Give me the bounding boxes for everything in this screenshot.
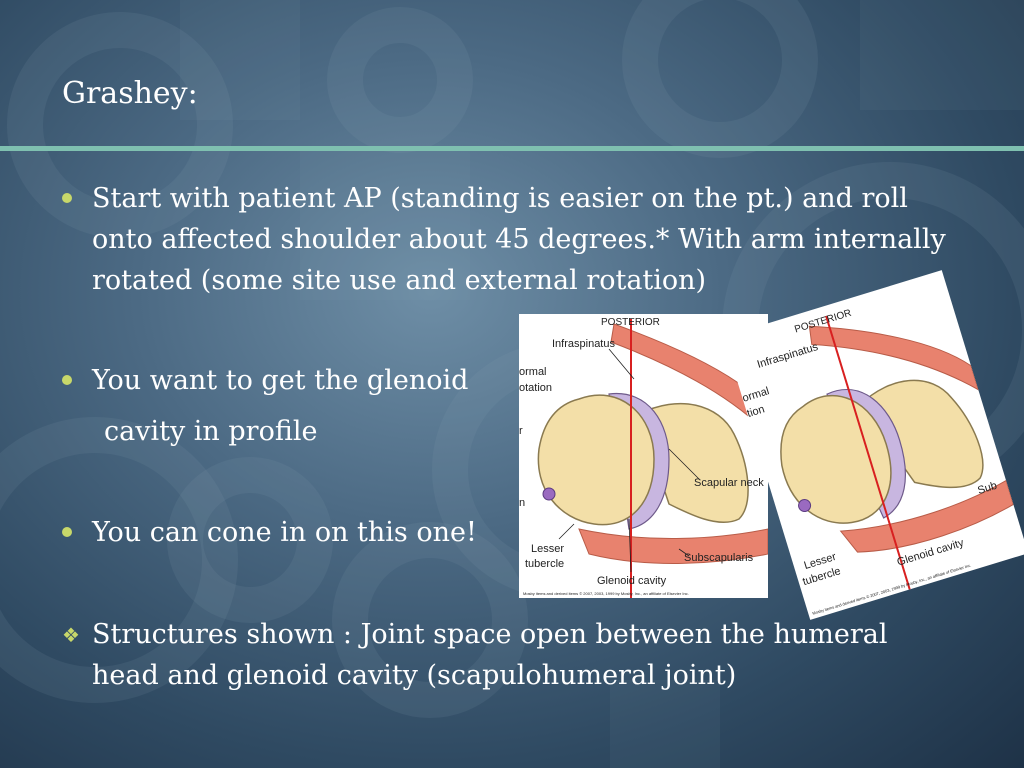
title-divider xyxy=(0,146,1024,151)
bullet-text: You can cone in on this one! xyxy=(92,517,477,548)
bullet-dot-icon xyxy=(62,375,72,385)
figure-label: Scapular neck xyxy=(694,477,764,489)
figure-label: Subscapularis xyxy=(684,552,754,564)
shoulder-diagram-right: POSTERIOR Infraspinatus ormal tion Sub L… xyxy=(723,270,1024,620)
bullet-text-continuation: cavity in profile xyxy=(104,416,318,447)
figure-label: tion xyxy=(746,403,766,420)
bullet-item: Start with patient AP (standing is easie… xyxy=(62,178,967,301)
figure-label: tubercle xyxy=(525,558,564,570)
figure-label: Infraspinatus xyxy=(552,338,615,350)
bullet-dot-icon xyxy=(62,527,72,537)
figure-copyright: Mosby items and derived items © 2007, 20… xyxy=(523,591,689,596)
bullet-item: ❖ Structures shown : Joint space open be… xyxy=(62,614,942,696)
bullet-text: You want to get the glenoid xyxy=(92,365,469,396)
bullet-text: Start with patient AP (standing is easie… xyxy=(92,183,946,296)
shoulder-diagram-left: POSTERIOR Infraspinatus ormal otation r … xyxy=(519,314,768,598)
figure-label: POSTERIOR xyxy=(601,317,660,328)
figure-label: Glenoid cavity xyxy=(597,575,667,587)
figure-label: otation xyxy=(519,382,552,394)
figure-label: Lesser xyxy=(531,543,564,555)
bullet-diamond-icon: ❖ xyxy=(62,623,80,647)
figure-label: ormal xyxy=(519,366,547,378)
figure-label: r xyxy=(519,425,523,437)
bullet-text: Structures shown : Joint space open betw… xyxy=(92,619,888,691)
figure-label: ormal xyxy=(741,385,771,405)
figure-label: n xyxy=(519,497,525,509)
bullet-item: You want to get the glenoid cavity in pr… xyxy=(62,360,522,452)
figure-label: Infraspinatus xyxy=(756,341,820,371)
bullet-dot-icon xyxy=(62,193,72,203)
bullet-item: You can cone in on this one! xyxy=(62,512,522,553)
slide-title: Grashey: xyxy=(62,76,198,111)
figure-label: Sub xyxy=(976,480,998,497)
